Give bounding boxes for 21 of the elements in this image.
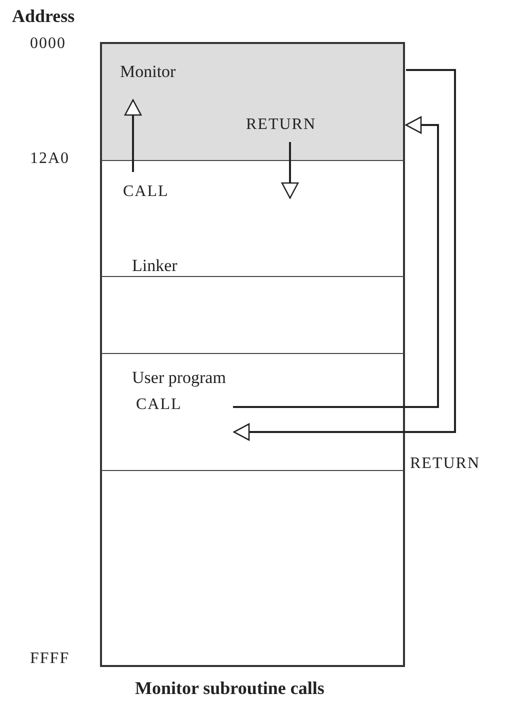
address-label: 12A0 xyxy=(30,150,70,168)
segment-label: User program xyxy=(132,368,226,388)
edge-label: CALL xyxy=(136,396,182,414)
axis-heading: Address xyxy=(12,6,75,27)
segment-label: Monitor xyxy=(120,62,176,82)
memory-segment xyxy=(100,470,405,667)
address-label: 0000 xyxy=(30,35,66,53)
edge-label: CALL xyxy=(123,183,169,201)
arrow xyxy=(233,116,439,408)
address-label: FFFF xyxy=(30,650,70,668)
caption: Monitor subroutine calls xyxy=(135,678,324,699)
arrow xyxy=(281,142,299,199)
memory-segment xyxy=(100,160,405,276)
arrow xyxy=(124,99,142,172)
arrow xyxy=(233,69,456,441)
memory-segment xyxy=(100,42,405,160)
memory-segment xyxy=(100,276,405,353)
segment-label: Linker xyxy=(132,256,178,276)
edge-label: RETURN xyxy=(410,455,480,473)
memory-segment xyxy=(100,353,405,470)
edge-label: RETURN xyxy=(246,116,316,134)
